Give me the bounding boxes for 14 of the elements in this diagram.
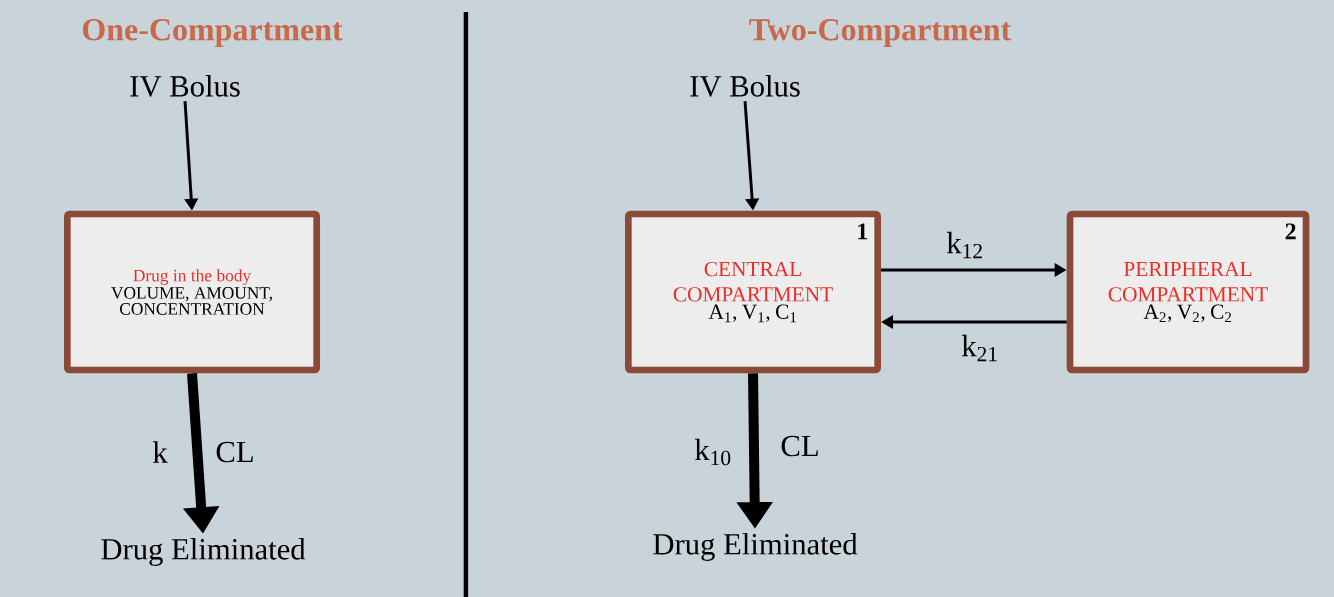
node-text: Drug Eliminated	[653, 533, 858, 561]
section-heading: Two-Compartment	[749, 19, 1012, 47]
node-text: Drug Eliminated	[101, 538, 306, 566]
rate-label: CL	[781, 435, 818, 457]
section-heading: One-Compartment	[82, 19, 343, 47]
edge-label: k$_{21}$	[961, 334, 997, 362]
box-number: 1	[858, 223, 868, 240]
edge-label: k	[152, 441, 168, 463]
edge-label: k$_{12}$	[946, 231, 982, 259]
node-text: IV Bolus	[690, 75, 800, 97]
node-text: IV Bolus	[130, 75, 240, 97]
rate-label: CL	[216, 441, 253, 463]
compartment-box: Drug in the body VOLUME, AMOUNT, CONCENTRATION	[64, 210, 320, 374]
edge-label: k$_{10}$	[694, 438, 731, 466]
